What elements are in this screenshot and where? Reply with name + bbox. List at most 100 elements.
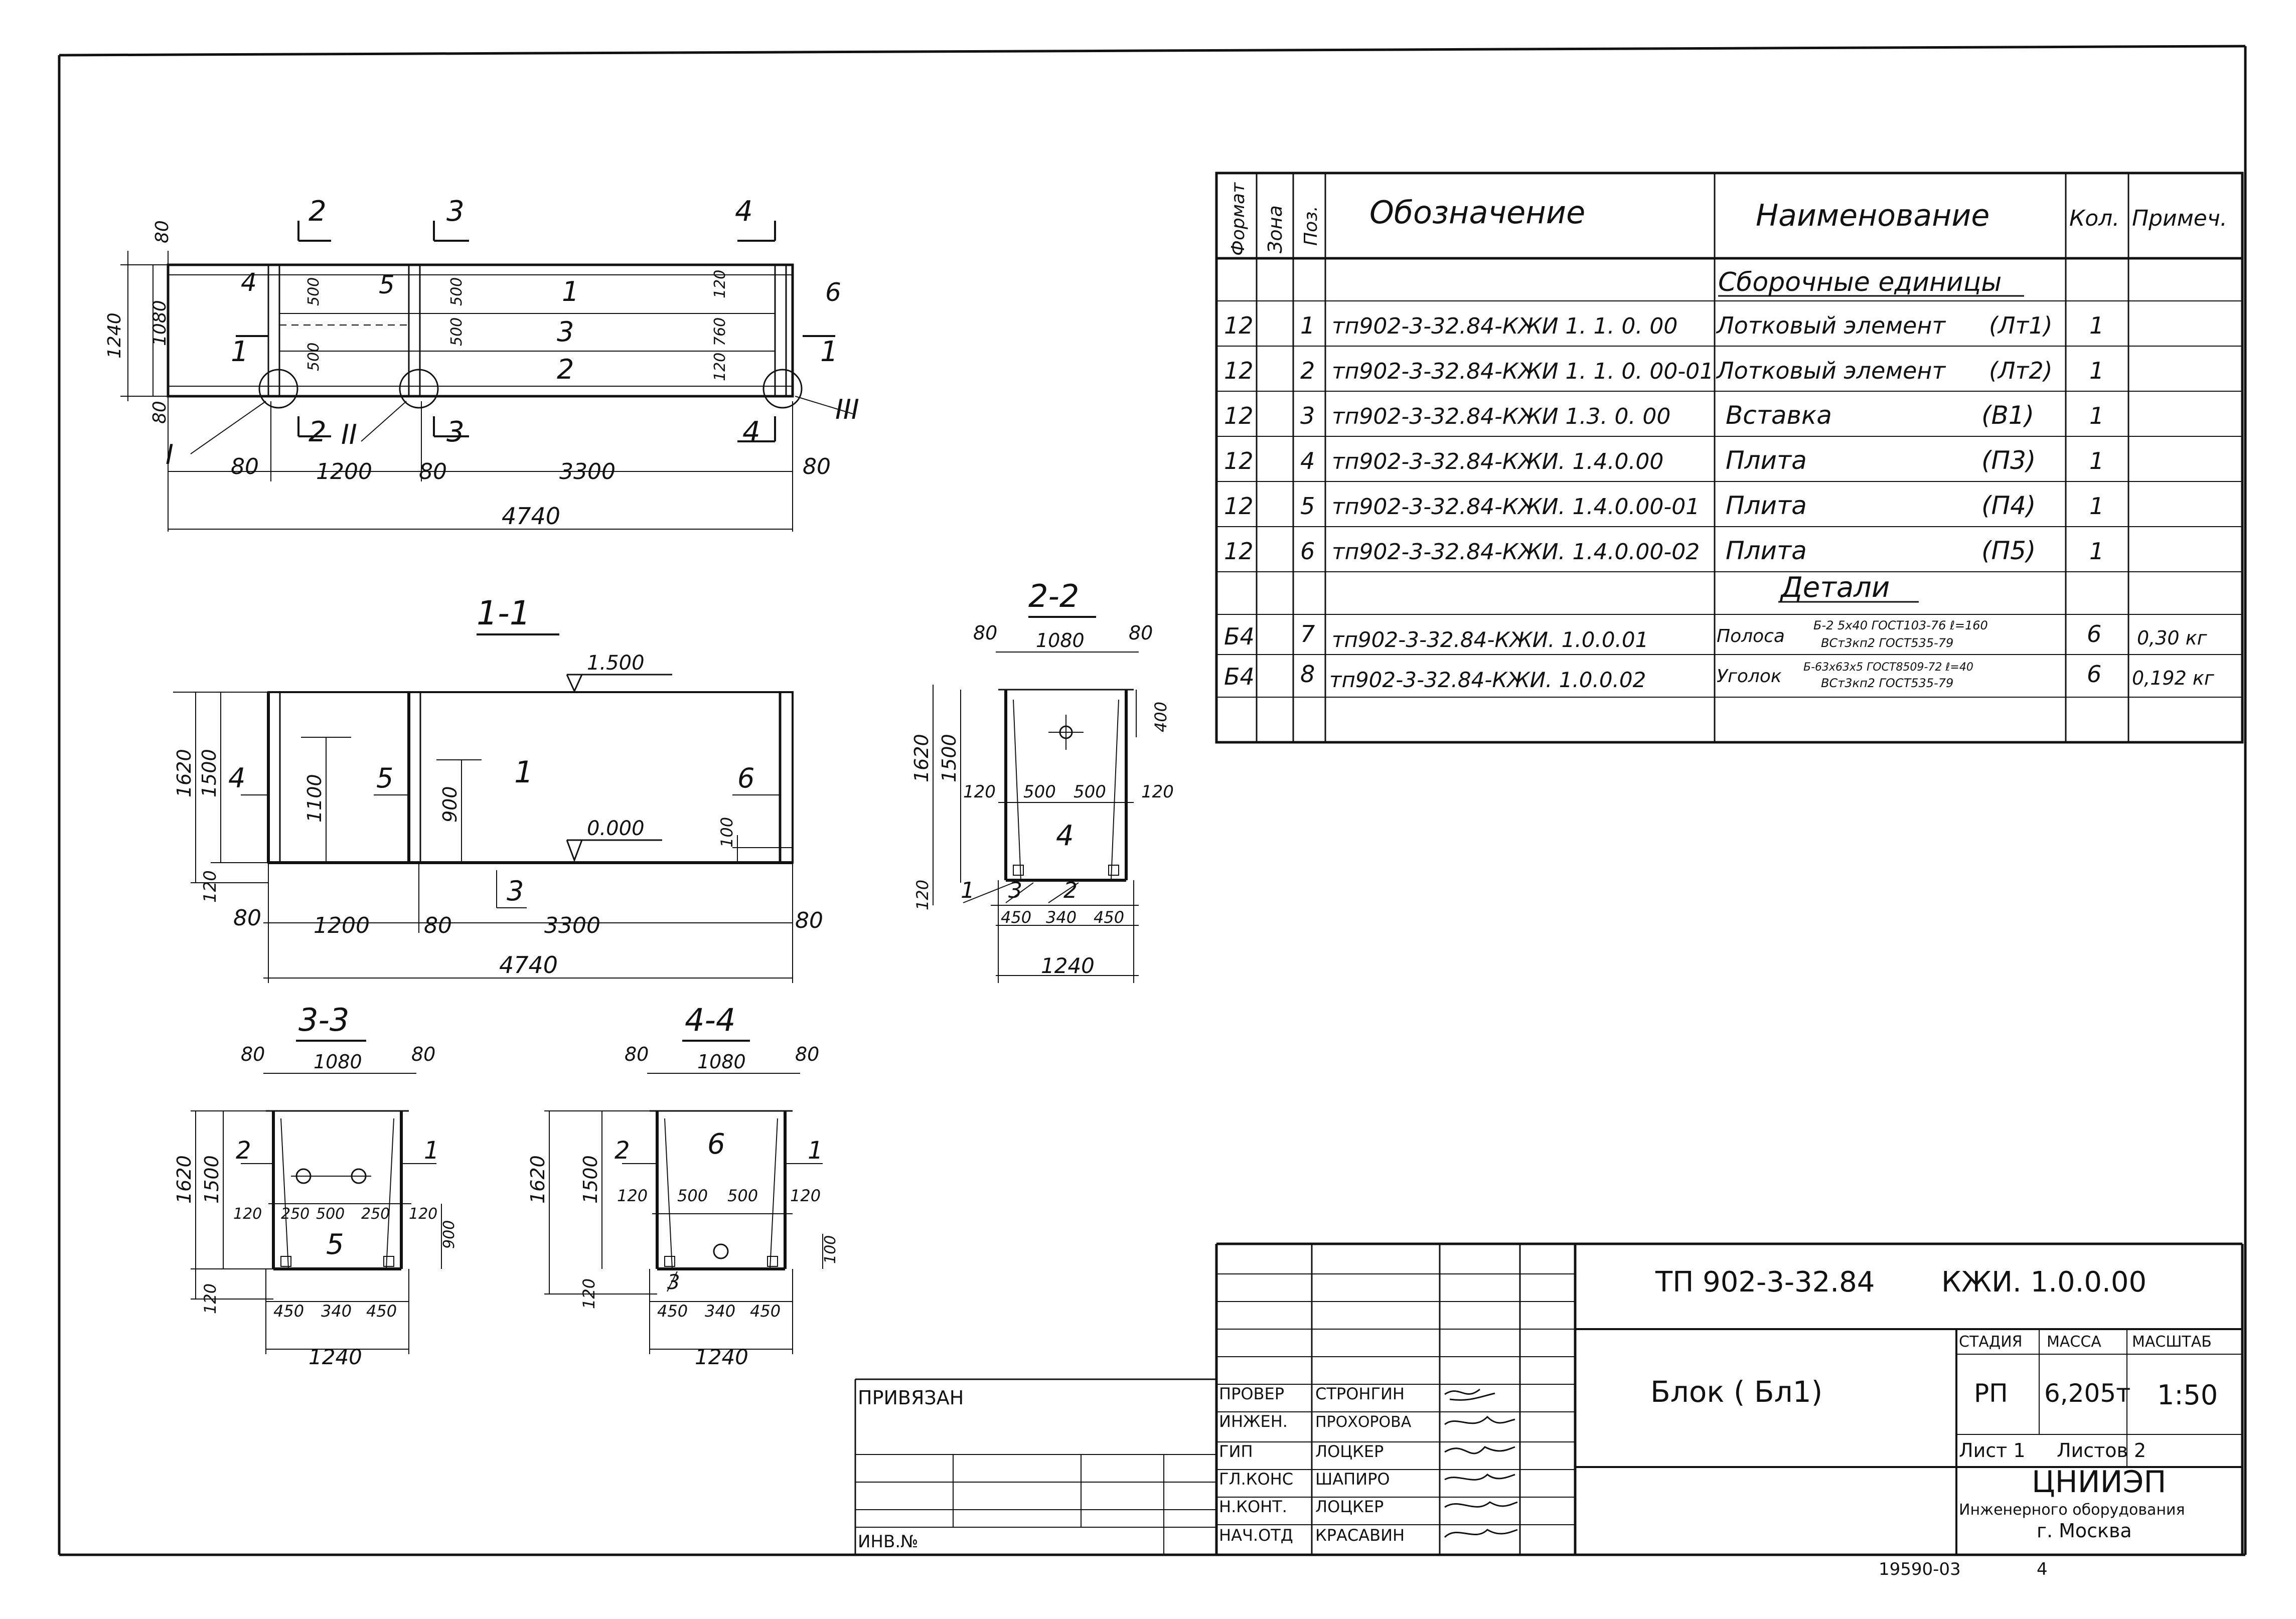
section-dim: 120 (913, 880, 932, 910)
section-dim: 80 (241, 1043, 265, 1065)
plan-position: 6 (825, 278, 841, 307)
section-dim: 120 (617, 1186, 648, 1205)
org-name: ЦНИИЭП (2032, 1465, 2166, 1500)
section-position: 4 (1056, 820, 1074, 852)
person-name: КРАСАВИН (1315, 1526, 1405, 1545)
org-line2: Инженерного оборудования (1959, 1501, 2185, 1519)
signature-mark (1444, 1529, 1518, 1538)
signature-mark (1444, 1446, 1515, 1454)
section-dim: 120 (233, 1205, 262, 1223)
plan-dim: 80 (149, 401, 170, 424)
section-dim: 500 (727, 1186, 758, 1205)
section-dim: 1080 (697, 1051, 746, 1073)
spec-cell-name: Уголок (1717, 666, 1782, 687)
spec-cell-sub1: Б-63х63х5 ГОСТ8509-72 ℓ=40 (1803, 661, 1973, 674)
section-dim: 500 (1074, 782, 1106, 802)
section-position: 2 (1063, 878, 1078, 903)
section-position: 1 (424, 1137, 439, 1165)
table-row: 12 2 тп902-3-32.84-КЖИ 1. 1. 0. 00-01 Ло… (1224, 357, 2104, 384)
title-block-grid (854, 1242, 2244, 1555)
spec-cell-qty: 6 (2087, 620, 2101, 647)
plan-section-mark: 2 (309, 416, 327, 448)
footer-number: 4 (2037, 1559, 2048, 1579)
section-position: 5 (326, 1228, 344, 1261)
section-position: 4 (228, 762, 245, 794)
section-position: 1 (514, 755, 533, 790)
section-dim: 80 (1129, 622, 1153, 644)
spec-cell-code: тп902-3-32.84-КЖИ 1. 1. 0. 00-01 (1332, 359, 1714, 384)
table-row: Б4 7 тп902-3-32.84-КЖИ. 1.0.0.01 Полоса … (1224, 618, 2208, 652)
spec-cell-name: Лотковый элемент (1716, 312, 1946, 339)
spec-cell-name: Плита (1726, 491, 1807, 520)
spec-cell-mark: (П4) (1981, 491, 2036, 520)
mass-header: МАССА (2047, 1333, 2101, 1351)
plan-section-mark: 2 (309, 195, 327, 228)
section-title: 1-1 (477, 594, 531, 632)
spec-cell-sub1: Б-2 5х40 ГОСТ103-76 ℓ=160 (1813, 618, 1988, 632)
spec-header-format: Формат (1228, 182, 1249, 256)
plan-detail-label: II (341, 419, 357, 450)
drawing-frame (58, 45, 2247, 1556)
plan-position: 2 (557, 354, 574, 385)
spec-header-designation: Обозначение (1369, 194, 1585, 231)
spec-table-rows: 12 1 тп902-3-32.84-КЖИ 1. 1. 0. 00 Лотко… (1224, 312, 2215, 692)
section-dim: 80 (233, 905, 261, 931)
section-dim: 250 (361, 1205, 390, 1223)
plan-section-mark: 1 (820, 336, 838, 368)
section-dim: 450 (366, 1302, 397, 1321)
section-dim: 80 (411, 1043, 435, 1065)
plan-dim: 80 (152, 220, 173, 243)
spec-cell-qty: 1 (2089, 538, 2104, 565)
section-dim: 450 (750, 1302, 781, 1321)
scale-header: МАСШТАБ (2132, 1333, 2212, 1351)
level-mark: 0.000 (587, 817, 645, 840)
section-2-2-view (933, 616, 1139, 983)
section-position: 1 (808, 1137, 823, 1165)
block-name: Блок ( Бл1) (1650, 1375, 1822, 1409)
plan-dim: 500 (448, 317, 466, 346)
signature-mark (1444, 1474, 1515, 1481)
spec-cell-pos: 7 (1300, 620, 1315, 647)
section-position: 6 (707, 1128, 725, 1161)
section-dim: 450 (657, 1302, 688, 1321)
section-dim: 1620 (527, 1155, 549, 1204)
sheet-count: Листов 2 (2057, 1439, 2146, 1462)
section-3-3-labels: 3-3 80 1080 80 1620 1500 120 120 250 500… (173, 1002, 458, 1369)
section-dim: 900 (439, 786, 461, 823)
section-dim: 120 (579, 1278, 598, 1309)
spec-cell-format: 12 (1224, 447, 1254, 474)
spec-cell-qty: 1 (2089, 402, 2104, 429)
spec-cell-qty: 6 (2087, 661, 2101, 688)
section-position: 3 (1008, 878, 1022, 903)
section-dim: 1500 (579, 1155, 601, 1204)
plan-dim: 80 (803, 454, 831, 479)
section-title: 4-4 (685, 1002, 735, 1038)
stage-value: РП (1974, 1379, 2008, 1408)
spec-header-zone: Зона (1264, 205, 1286, 253)
spec-cell-name: Лотковый элемент (1716, 357, 1946, 384)
spec-cell-mark: (Лт2) (1989, 357, 2053, 384)
spec-cell-mark: (П3) (1981, 446, 2036, 475)
section-2-2-labels: 2-2 80 1080 80 1620 1500 120 400 120 500… (910, 578, 1174, 978)
sheet-number: Лист 1 (1959, 1439, 2026, 1462)
role-label: ИНЖЕН. (1219, 1412, 1288, 1431)
person-name: ЛОЦКЕР (1315, 1442, 1384, 1461)
role-label: ПРОВЕР (1219, 1384, 1284, 1403)
plan-position: 4 (241, 268, 257, 297)
spec-section-details: Детали (1779, 571, 1890, 604)
scale-value: 1:50 (2157, 1379, 2218, 1411)
person-name: ШАПИРО (1315, 1470, 1390, 1489)
spec-cell-name: Вставка (1726, 401, 1832, 430)
section-dim: 100 (822, 1235, 839, 1264)
section-dim: 900 (440, 1220, 458, 1249)
section-dim: 340 (1046, 908, 1077, 927)
section-dim: 1080 (314, 1051, 362, 1073)
section-1-1-labels: 1-1 1.500 0.000 1620 1500 120 1100 900 1… (173, 594, 823, 979)
section-dim: 80 (795, 1043, 819, 1065)
section-dim: 340 (321, 1302, 352, 1321)
role-label: Н.КОНТ. (1219, 1497, 1287, 1516)
section-position: 2 (615, 1137, 630, 1165)
section-title: 2-2 (1028, 578, 1079, 614)
inv-label: ИНВ.№ (858, 1532, 919, 1552)
